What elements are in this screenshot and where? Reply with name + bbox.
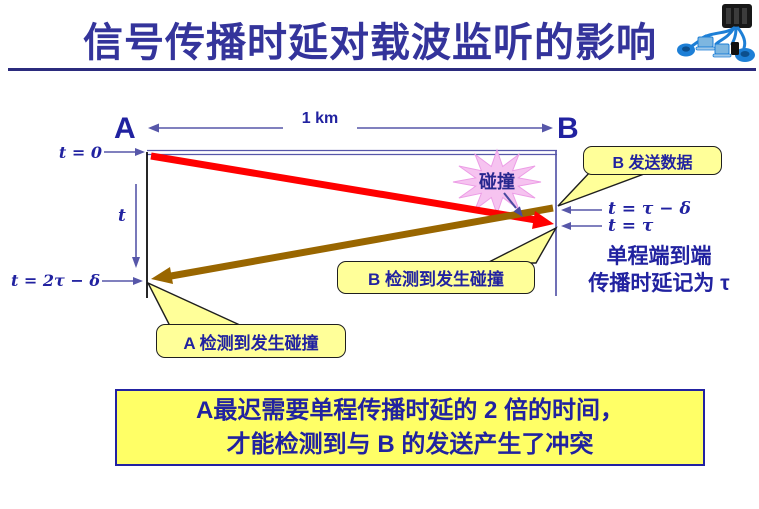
time-axis-label: t bbox=[118, 206, 126, 226]
callout-b-detect: B 检测到发生碰撞 bbox=[337, 261, 535, 294]
callout-tail-b-detect bbox=[486, 226, 558, 264]
t0-label: t = 0 bbox=[58, 143, 102, 162]
propagation-delay-note: 单程端到端 传播时延记为 τ bbox=[558, 243, 759, 297]
callout-a-detect: A 检测到发生碰撞 bbox=[156, 324, 346, 358]
station-a-label: A bbox=[114, 112, 136, 145]
bus-line bbox=[147, 149, 557, 156]
banner-line1: A最迟需要单程传播时延的 2 倍的时间， bbox=[195, 396, 624, 424]
conclusion-banner: A最迟需要单程传播时延的 2 倍的时间， 才能检测到与 B 的发送产生了冲突 bbox=[115, 389, 705, 466]
signal-a-arrowhead bbox=[532, 211, 554, 229]
collision-pointer-arrowhead bbox=[513, 206, 523, 217]
t2tau-tick-arrowhead bbox=[133, 277, 143, 285]
page-title: 信号传播时延对载波监听的影响 bbox=[83, 21, 657, 65]
time-axis-arrowhead bbox=[132, 257, 140, 268]
distance-arrowhead-right bbox=[542, 123, 553, 133]
signal-b-arrow bbox=[170, 204, 554, 280]
note-line1: 单程端到端 bbox=[606, 245, 712, 268]
t0-tick-arrowhead bbox=[135, 148, 145, 156]
tau-tick-arrowhead bbox=[561, 222, 571, 230]
tau-label: t = τ bbox=[608, 216, 654, 236]
distance-arrowhead-left bbox=[148, 123, 159, 133]
signal-a-arrow bbox=[150, 152, 537, 224]
note-line2: 传播时延记为 τ bbox=[588, 272, 730, 295]
collision-label: 碰撞 bbox=[479, 172, 515, 192]
banner-line2: 才能检测到与 B 的发送产生了冲突 bbox=[226, 430, 594, 458]
callout-tail-a-detect bbox=[146, 281, 243, 327]
title-divider bbox=[8, 68, 756, 71]
signal-b-arrowhead bbox=[151, 267, 173, 284]
callout-b-send: B 发送数据 bbox=[583, 146, 722, 175]
distance-label: 1 km bbox=[301, 110, 339, 127]
tau-delta-tick-arrowhead bbox=[561, 206, 571, 214]
network-clipart-icon bbox=[677, 4, 755, 62]
station-b-label: B bbox=[557, 112, 579, 145]
t2tau-label: t = 2τ − δ bbox=[10, 271, 100, 290]
tau-delta-label: t = τ − δ bbox=[608, 199, 691, 219]
collision-pointer-arrow bbox=[503, 192, 517, 209]
